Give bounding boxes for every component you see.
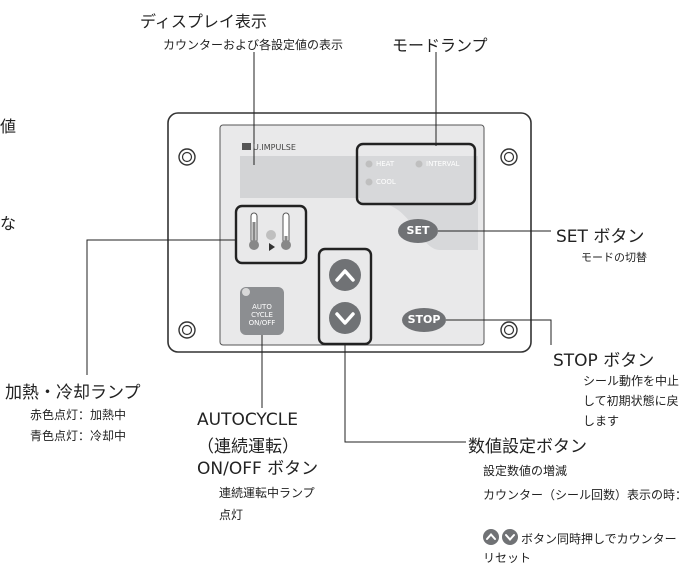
autocycle-button[interactable]: AUTO CYCLE ON/OFF <box>240 303 284 327</box>
autocycle-desc-1: 連続運転中ランプ <box>219 486 315 500</box>
cool-lamp-icon <box>365 178 373 186</box>
heat-label: HEAT <box>376 160 395 168</box>
brand-logo-text: U.IMPULSE <box>253 143 296 152</box>
autocycle-label-1: AUTO <box>252 303 272 311</box>
interval-label: INTERVAL <box>426 160 460 168</box>
stop-desc-1: シール動作を中止 <box>583 374 680 388</box>
number-desc-2: カウンター（シール回数）表示の時： <box>483 488 688 502</box>
number-desc-3: ボタン同時押しでカウンター <box>521 532 677 546</box>
display-desc: カウンターおよび各設定値の表示 <box>163 38 344 52</box>
autocycle-title-2: （連続運転） <box>197 437 299 457</box>
set-button-shape <box>398 219 438 243</box>
up-button[interactable] <box>329 259 361 291</box>
set-title: SET ボタン <box>556 227 645 247</box>
down-small-icon <box>502 529 518 545</box>
screw-bottom-right <box>500 321 518 339</box>
up-small-icon <box>483 529 499 545</box>
set-button[interactable]: SET <box>406 224 430 237</box>
stop-button[interactable]: STOP <box>407 313 441 326</box>
stop-desc-2: して初期状態に戻 <box>583 394 679 408</box>
screw-bottom-left <box>178 321 196 339</box>
mode-lamp-title: モードランプ <box>392 36 488 55</box>
autocycle-label-3: ON/OFF <box>248 319 276 327</box>
autocycle-button-shape <box>240 287 284 335</box>
leader-lines <box>86 52 552 443</box>
number-desc-4: リセット <box>483 551 532 565</box>
thermometer-cold-icon <box>281 212 291 250</box>
chevron-up-icon <box>335 269 355 282</box>
autocycle-title-3: ON/OFF ボタン <box>197 459 319 479</box>
down-button[interactable] <box>329 302 361 334</box>
autocycle-title-1: AUTOCYCLE <box>197 410 298 430</box>
heat-cool-lamp-box <box>234 204 308 265</box>
interval-lamp-icon <box>415 160 423 168</box>
cool-label: COOL <box>376 178 396 186</box>
edge-fragment-1: 値 <box>0 117 17 136</box>
heat-cool-desc-2: 青色点灯：冷却中 <box>30 429 127 443</box>
stop-button-shape <box>402 308 446 332</box>
mode-lamp-box <box>355 142 477 206</box>
heat-cool-desc-1: 赤色点灯：加熱中 <box>30 408 127 422</box>
chevron-down-icon <box>335 312 355 325</box>
set-desc: モードの切替 <box>581 251 647 264</box>
stop-desc-3: します <box>583 414 620 428</box>
edge-fragment-2: な <box>0 214 17 233</box>
autocycle-label-2: CYCLE <box>251 311 273 319</box>
heat-cool-lamp-icon <box>266 230 276 240</box>
heat-cool-title: 加熱・冷却ランプ <box>5 383 141 403</box>
thermometer-hot-icon <box>249 212 259 250</box>
stop-title: STOP ボタン <box>553 351 655 371</box>
number-desc-1: 設定数値の増減 <box>483 464 568 478</box>
number-buttons-title: 数値設定ボタン <box>468 437 587 457</box>
autocycle-lamp-icon <box>242 288 250 296</box>
autocycle-desc-2: 点灯 <box>219 508 244 522</box>
screw-top-right <box>500 148 518 166</box>
display-title: ディスプレイ表示 <box>140 12 267 31</box>
screw-top-left <box>178 148 196 166</box>
heat-lamp-icon <box>365 160 373 168</box>
play-arrow-icon <box>269 243 275 251</box>
